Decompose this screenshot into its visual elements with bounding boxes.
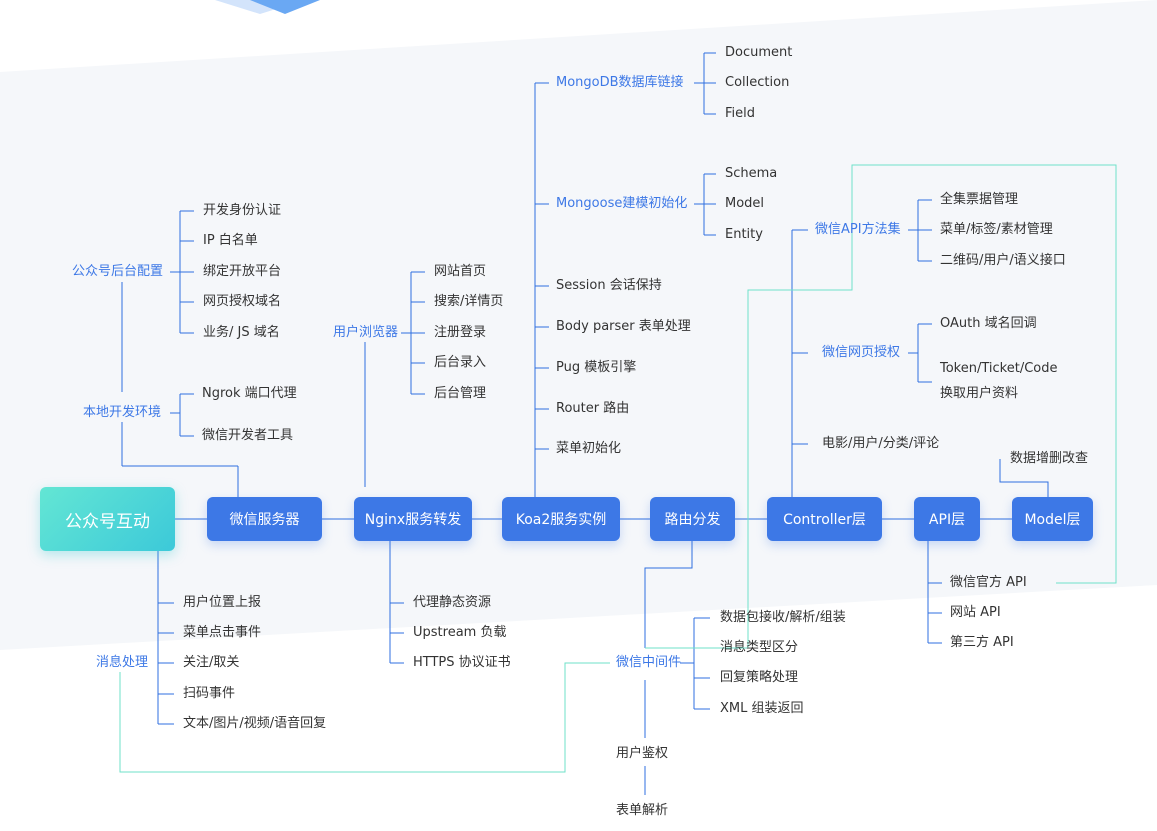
category-local-env: 本地开发环境 (83, 405, 162, 420)
middleware-chain-item: 用户鉴权 (616, 746, 669, 761)
local-env-item: Ngrok 端口代理 (202, 386, 297, 401)
message-item: 关注/取关 (183, 655, 240, 670)
browser-item: 搜索/详情页 (434, 294, 504, 309)
local-env-item: 微信开发者工具 (202, 428, 294, 443)
category-middleware: 微信中间件 (616, 655, 682, 670)
web-auth-item: Token/Ticket/Code (940, 361, 1058, 376)
backend-config-item: 绑定开放平台 (203, 264, 282, 279)
nginx-item: Upstream 负载 (413, 625, 507, 640)
mongodb-item: Field (725, 106, 756, 121)
web-auth-item: OAuth 域名回调 (940, 316, 1037, 331)
message-item: 菜单点击事件 (183, 625, 262, 640)
message-item: 扫码事件 (183, 686, 236, 701)
wechat-api-item: 二维码/用户/语义接口 (940, 253, 1066, 268)
koa-item: 菜单初始化 (556, 441, 622, 456)
backend-config-item: 网页授权域名 (203, 294, 282, 309)
browser-item: 注册登录 (434, 325, 487, 340)
node-routing[interactable]: 路由分发 (650, 497, 735, 541)
node-root[interactable]: 公众号互动 (40, 487, 175, 551)
category-browser: 用户浏览器 (333, 325, 399, 340)
model-item: 数据增删改查 (1010, 451, 1089, 466)
mongoose-item: Model (725, 196, 765, 211)
node-api[interactable]: API层 (914, 497, 980, 541)
message-item: 用户位置上报 (183, 595, 262, 610)
wechat-api-item: 全集票据管理 (940, 192, 1019, 207)
category-wechat-api: 微信API方法集 (815, 222, 901, 237)
koa-item: Session 会话保持 (556, 278, 662, 293)
middleware-item: XML 组装返回 (720, 701, 804, 716)
browser-item: 网站首页 (434, 264, 487, 279)
node-wechat-server[interactable]: 微信服务器 (207, 497, 322, 541)
koa-item: Body parser 表单处理 (556, 319, 691, 334)
mongodb-item: Document (725, 45, 793, 60)
controller-item: 电影/用户/分类/评论 (822, 436, 940, 451)
backend-config-item: 开发身份认证 (203, 203, 282, 218)
browser-item: 后台录入 (434, 355, 487, 370)
mongoose-item: Schema (725, 166, 778, 181)
category-mongoose: Mongoose建模初始化 (556, 196, 688, 211)
node-model[interactable]: Model层 (1012, 497, 1093, 541)
nginx-item: 代理静态资源 (413, 595, 492, 610)
mongoose-item: Entity (725, 227, 763, 242)
nginx-item: HTTPS 协议证书 (413, 655, 511, 670)
api-item: 第三方 API (950, 635, 1014, 650)
api-item: 网站 API (950, 605, 1001, 620)
category-backend-config: 公众号后台配置 (72, 264, 164, 279)
message-item: 文本/图片/视频/语音回复 (183, 716, 327, 731)
backend-config-item: 业务/ JS 域名 (203, 325, 280, 340)
category-message: 消息处理 (96, 655, 149, 670)
middleware-item: 数据包接收/解析/组装 (720, 610, 846, 625)
koa-item: Router 路由 (556, 401, 630, 416)
mongodb-item: Collection (725, 75, 790, 90)
node-nginx[interactable]: Nginx服务转发 (354, 497, 472, 541)
web-auth-item: 换取用户资料 (940, 386, 1019, 401)
koa-item: Pug 模板引擎 (556, 360, 637, 375)
category-web-auth: 微信网页授权 (822, 345, 901, 360)
middleware-chain-item: 表单解析 (616, 803, 669, 818)
node-koa2[interactable]: Koa2服务实例 (502, 497, 620, 541)
middleware-item: 回复策略处理 (720, 670, 799, 685)
node-controller[interactable]: Controller层 (767, 497, 882, 541)
browser-item: 后台管理 (434, 386, 487, 401)
api-item: 微信官方 API (950, 575, 1027, 590)
wechat-api-item: 菜单/标签/素材管理 (940, 222, 1053, 237)
middleware-item: 消息类型区分 (720, 640, 799, 655)
backend-config-item: IP 白名单 (203, 233, 258, 248)
category-mongodb: MongoDB数据库链接 (556, 75, 684, 90)
